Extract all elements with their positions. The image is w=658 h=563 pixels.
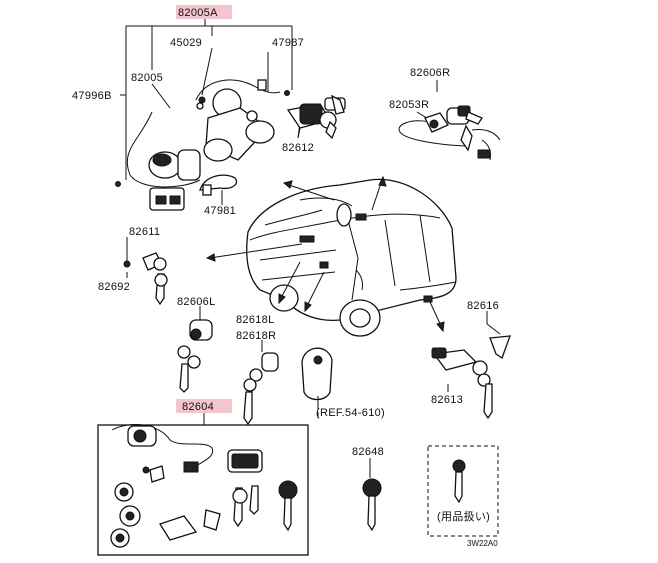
label-82611: 82611: [129, 226, 160, 238]
part-82606R-assembly: [398, 80, 501, 161]
label-highlight-82604: [176, 399, 232, 413]
accessory-box: [427, 445, 499, 537]
label-47996B: 47996B: [72, 90, 112, 102]
label-82612: 82612: [282, 142, 314, 154]
label-highlight-82005A: [176, 5, 232, 19]
label-82692: 82692: [98, 281, 130, 293]
label-82648: 82648: [352, 446, 384, 458]
key-fob: [301, 347, 333, 410]
label-45029: 45029: [170, 37, 202, 49]
label-jp-note: (用品扱い): [437, 509, 490, 523]
part-82604-kit: [97, 413, 309, 556]
label-82005A: 82005A: [178, 7, 218, 19]
label-82053R: 82053R: [389, 99, 429, 111]
label-82618L: 82618L: [236, 314, 275, 326]
part-82616-82613: [431, 311, 511, 420]
labels: 82005A 45029 47987 82005 47996B 82612 47…: [72, 7, 499, 548]
vehicle-illustration: [246, 178, 457, 337]
label-diagram-code: 3W22A0: [467, 539, 498, 548]
label-82604: 82604: [182, 401, 214, 413]
label-47987: 47987: [272, 37, 304, 49]
label-ref-54-610: (REF.54-610): [316, 407, 385, 419]
part-82618-cylinder: [243, 340, 279, 426]
pointer-arrows: [205, 175, 445, 333]
part-82648-key: [317, 412, 382, 532]
part-82606L-cylinder: [177, 306, 213, 393]
label-82606R: 82606R: [410, 67, 450, 79]
ignition-switch-assembly: [115, 79, 290, 211]
label-47981: 47981: [204, 205, 236, 217]
label-82616: 82616: [467, 300, 499, 312]
label-82005: 82005: [131, 72, 163, 84]
part-82612-cylinder: [286, 94, 346, 140]
part-82611-lock: [123, 237, 168, 306]
label-82618R: 82618R: [236, 330, 276, 342]
label-82613: 82613: [431, 394, 463, 406]
label-82606L: 82606L: [177, 296, 216, 308]
